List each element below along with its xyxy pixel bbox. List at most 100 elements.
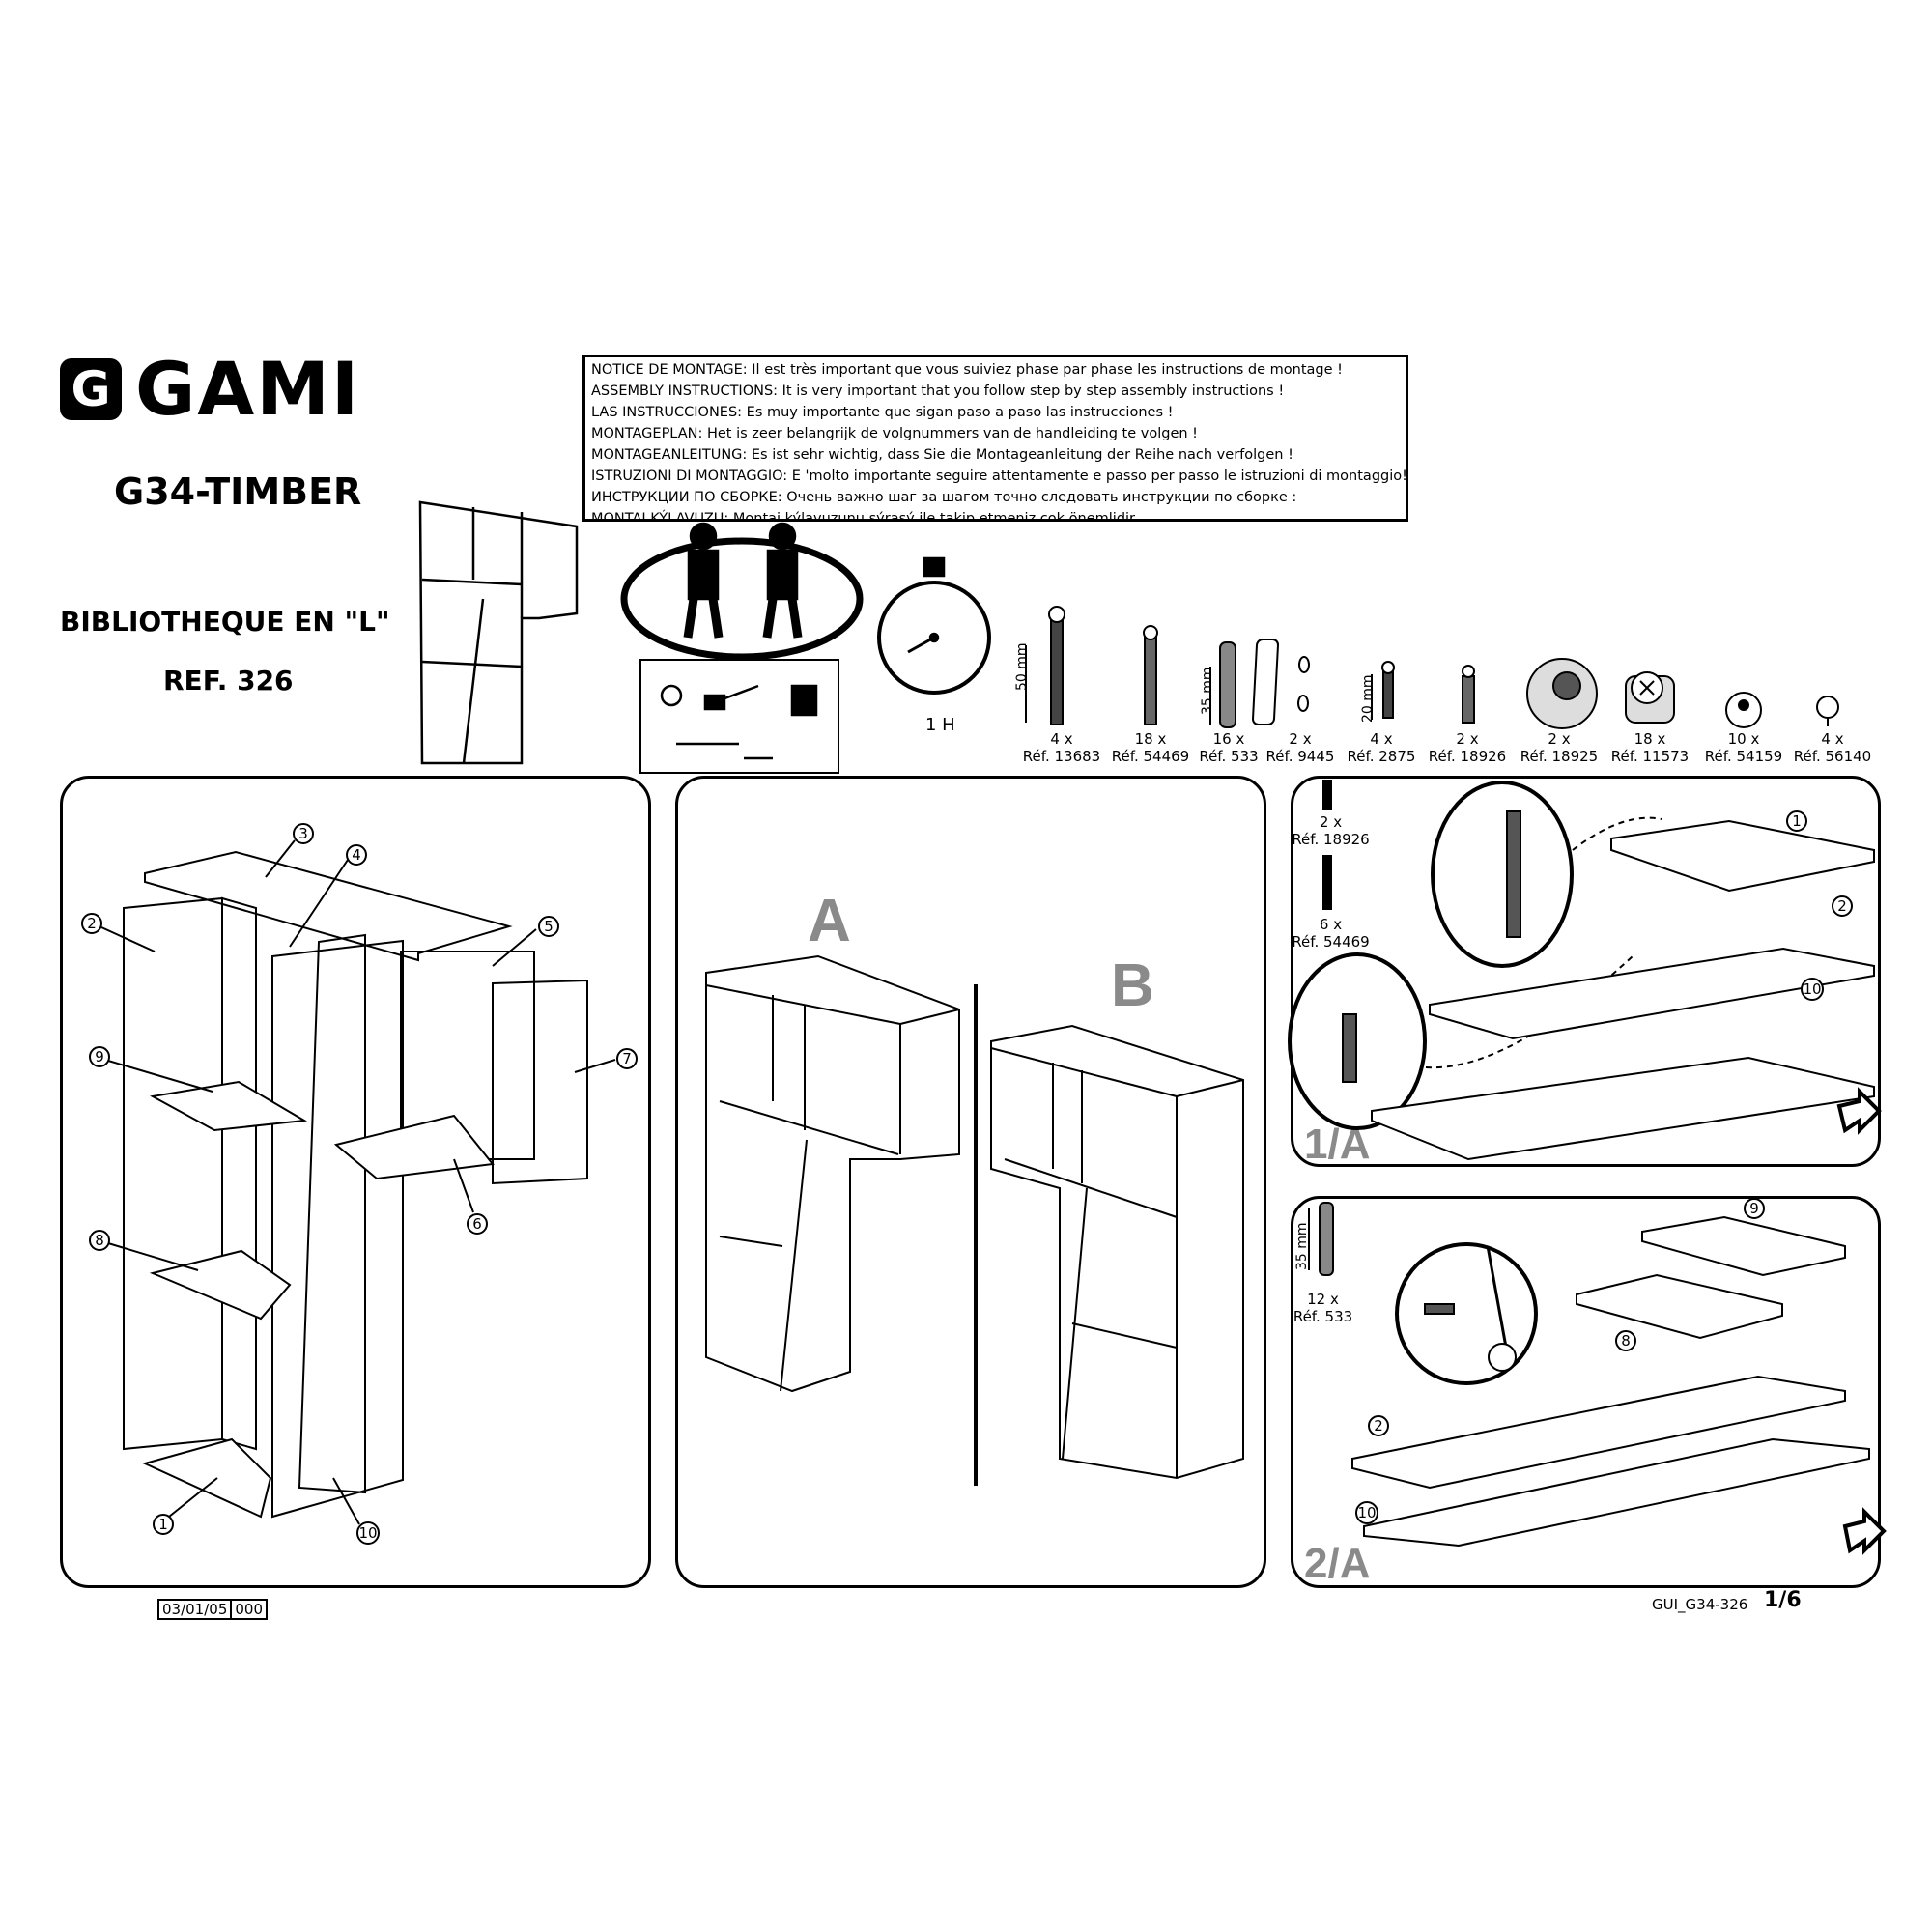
hardware-qty: 6 x: [1319, 916, 1343, 933]
product-thumbnail: [418, 500, 579, 765]
callout-5: 5: [492, 916, 559, 967]
revision-code: 000: [235, 1601, 264, 1618]
hardware-ref: Réf. 54469: [1292, 933, 1370, 951]
product-model: G34-TIMBER: [114, 470, 362, 513]
callout-number: 1: [1792, 812, 1802, 830]
connector-bolt-icon: [1462, 665, 1475, 724]
callout-number: 10: [1803, 980, 1821, 998]
callout-1: 1: [153, 1477, 218, 1535]
hardware-qty: 2 x: [1319, 813, 1343, 831]
step-label: 2/A: [1304, 1540, 1371, 1587]
hardware-qty: 2 x: [1289, 730, 1312, 748]
wood-dowel-icon: 35 mm: [1200, 641, 1236, 728]
step-2a-panel: [1291, 1196, 1881, 1588]
revision-date-box: 03/01/05 000: [157, 1599, 269, 1620]
next-arrow-icon: [1836, 1087, 1882, 1135]
hardware-ref: Réf. 9445: [1265, 748, 1335, 765]
part-callouts: 3 4 2 5 9 7 8 6 1 10: [81, 823, 638, 1545]
notice-line: MONTAGEANLEITUNG: Es ist sehr wichtig, d…: [591, 447, 1293, 463]
callout-10: 10: [332, 1477, 380, 1545]
page-number: 1/6: [1764, 1588, 1802, 1612]
product-ref: REF. 326: [163, 665, 294, 696]
callout-number: 2: [1837, 897, 1847, 915]
hardware-ref: Réf. 18926: [1428, 748, 1507, 765]
hardware-qty: 12 x: [1307, 1291, 1339, 1308]
dimension-label: 35 mm: [1294, 1222, 1310, 1270]
hardware-qty: 10 x: [1727, 730, 1760, 748]
callout-number: 5: [544, 918, 554, 935]
callout-6: 6: [453, 1158, 488, 1235]
dowel-pin-icon: [1143, 625, 1158, 725]
notice-line: NOTICE DE MONTAGE: Il est très important…: [591, 362, 1343, 378]
callout-7: 7: [574, 1048, 638, 1073]
step-1a-drawing: 1 2 10: [1288, 780, 1882, 1161]
step-2a-drawing: 35 mm 9 8 2 10: [1294, 1198, 1887, 1555]
screw-20mm-icon: 20 mm: [1360, 661, 1395, 723]
document-code: GUI_G34-326: [1652, 1596, 1748, 1613]
shelf-support-icon: [1725, 692, 1762, 728]
screw-50mm-icon: 50 mm: [1014, 606, 1065, 725]
hardware-ref: Réf. 56140: [1793, 748, 1872, 765]
logo-text: GAMI: [135, 346, 361, 432]
callout-2: 2: [81, 913, 156, 952]
callout-9: 9: [89, 1046, 213, 1093]
logo-mark: G: [60, 358, 122, 420]
two-persons-icon: [620, 522, 864, 661]
parts-overview-panel: [60, 776, 651, 1588]
notice-line: MONTAJ KÝLAVUZU: Montaj kýlavuzunu sýras…: [591, 511, 1139, 522]
hardware-qty: 4 x: [1050, 730, 1073, 748]
assembly-time: 1 H: [925, 715, 955, 735]
hardware-ref: Réf. 13683: [1022, 748, 1101, 765]
dimension-label: 20 mm: [1360, 674, 1376, 723]
hardware-qty: 18 x: [1634, 730, 1666, 748]
step-callouts: 9 8 2 10: [1355, 1198, 1765, 1524]
callout-number: 4: [352, 846, 361, 864]
product-name: BIBLIOTHEQUE EN "L": [60, 606, 390, 638]
callout-number: 7: [622, 1050, 632, 1067]
callout-number: 2: [1374, 1417, 1383, 1435]
notice-line: ISTRUZIONI DI MONTAGGIO: E 'molto import…: [591, 469, 1407, 484]
hardware-qty: 2 x: [1548, 730, 1571, 748]
hardware-ref: Réf. 11573: [1610, 748, 1690, 765]
step-1a-panel: [1291, 776, 1881, 1167]
callout-3: 3: [265, 823, 314, 878]
next-arrow-icon: [1842, 1507, 1887, 1555]
hardware-ref: Réf. 54159: [1704, 748, 1783, 765]
exploded-view: 3 4 2 5 9 7 8 6 1 10: [81, 823, 638, 1545]
callout-number: 9: [95, 1048, 104, 1065]
hardware-qty: 4 x: [1370, 730, 1393, 748]
assembly-notice: NOTICE DE MONTAGE: Il est très important…: [582, 355, 1408, 522]
callout-number: 9: [1749, 1200, 1759, 1217]
callout-number: 10: [1357, 1504, 1376, 1521]
callout-4: 4: [289, 844, 367, 948]
step-callouts: 1 2 10: [1786, 810, 1853, 1001]
callout-number: 8: [1621, 1332, 1631, 1350]
notice-line: ИНСТРУКЦИИ ПО СБОРКЕ: Очень важно шаг за…: [591, 490, 1297, 505]
revision-date: 03/01/05: [159, 1601, 233, 1618]
hardware-ref: Réf. 18926: [1292, 831, 1370, 848]
cam-lock-icon: [1625, 671, 1675, 724]
gami-logo: G GAMI: [60, 353, 360, 426]
hardware-qty: 2 x: [1456, 730, 1479, 748]
hardware-icons: 50 mm 35 mm 20 mm: [1014, 606, 1839, 729]
callout-number: 1: [158, 1516, 168, 1533]
nail-icon: [1816, 696, 1839, 726]
tools-icon: [639, 659, 839, 774]
notice-line: LAS INSTRUCCIONES: Es muy importante que…: [591, 405, 1174, 420]
hardware-qty: 16 x: [1212, 730, 1245, 748]
dimension-label: 35 mm: [1200, 667, 1215, 715]
cam-lock-large-icon: [1526, 658, 1598, 729]
variant-b-label: B: [1111, 952, 1154, 1019]
dimension-label: 50 mm: [1014, 642, 1030, 691]
